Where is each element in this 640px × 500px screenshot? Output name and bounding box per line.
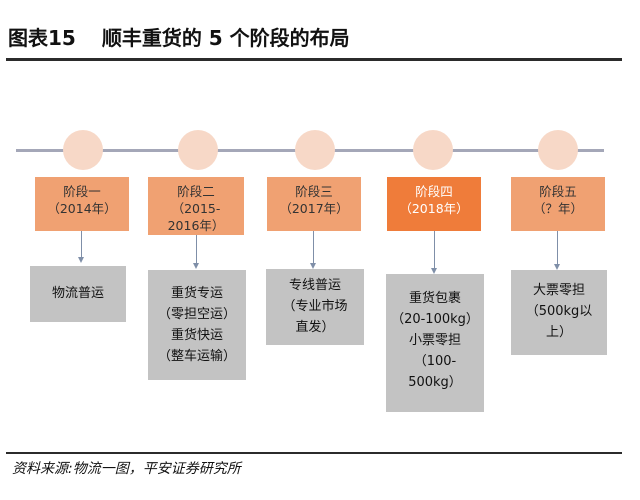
stage-detail-3: 专线普运 （专业市场 直发） xyxy=(266,269,364,345)
detail-line: 重货快运 xyxy=(170,328,223,343)
connector-arrow-3 xyxy=(310,231,316,269)
detail-line: 物流普运 xyxy=(51,286,104,301)
source-note: 资料来源:物流一图，平安证券研究所 xyxy=(12,461,241,477)
detail-line: （专业市场 xyxy=(282,299,348,314)
source-divider xyxy=(6,452,622,454)
timeline-node-3 xyxy=(295,130,335,170)
stage-box-4: 阶段四 （2018年） xyxy=(387,177,481,231)
stage-box-3: 阶段三 （2017年） xyxy=(267,177,361,231)
detail-line: 直发） xyxy=(295,320,335,335)
title-divider xyxy=(6,58,622,61)
connector-arrow-5 xyxy=(554,231,560,270)
detail-line: 500kg） xyxy=(408,375,462,390)
detail-line: 上） xyxy=(545,325,572,340)
stage-year: （？年） xyxy=(532,201,583,216)
stage-name: 阶段二 xyxy=(177,184,215,199)
figure-number: 图表15 xyxy=(8,26,76,50)
stage-detail-4: 重货包裹 （20-100kg） 小票零担 （100- 500kg） xyxy=(386,274,484,412)
stage-name: 阶段四 xyxy=(415,184,453,199)
stage-year: （2018年） xyxy=(399,201,469,216)
timeline-node-1 xyxy=(63,130,103,170)
stage-year: （2014年） xyxy=(47,201,117,216)
stage-diagram: 阶段一 （2014年） 阶段二 （2015-2016年） 阶段三 （2017年）… xyxy=(16,130,607,412)
stage-name: 阶段三 xyxy=(295,184,333,199)
connector-arrow-1 xyxy=(78,231,84,263)
timeline-node-4 xyxy=(413,130,453,170)
detail-line: （零担空运） xyxy=(157,307,236,322)
stage-box-1: 阶段一 （2014年） xyxy=(35,177,129,231)
detail-line: （20-100kg） xyxy=(391,312,479,327)
stage-year: （2015-2016年） xyxy=(167,201,225,233)
connector-arrow-2 xyxy=(193,235,199,269)
stage-box-5: 阶段五 （？年） xyxy=(511,177,605,231)
figure-title-text: 顺丰重货的 5 个阶段的布局 xyxy=(101,26,350,50)
detail-line: 大票零担 xyxy=(532,283,585,298)
stage-detail-2: 重货专运 （零担空运） 重货快运 （整车运输） xyxy=(148,270,246,380)
stage-name: 阶段五 xyxy=(539,184,577,199)
detail-line: 小票零担 xyxy=(408,333,461,348)
detail-line: 专线普运 xyxy=(288,278,341,293)
stage-detail-5: 大票零担 （500kg以 上） xyxy=(511,270,607,355)
figure-title: 图表15 顺丰重货的 5 个阶段的布局 xyxy=(8,22,350,54)
stage-detail-1: 物流普运 xyxy=(30,266,126,322)
timeline-node-5 xyxy=(538,130,578,170)
detail-line: 重货专运 xyxy=(170,286,223,301)
detail-line: 重货包裹 xyxy=(408,291,461,306)
detail-line: （100- xyxy=(413,354,457,369)
stage-year: （2017年） xyxy=(279,201,349,216)
stage-box-2: 阶段二 （2015-2016年） xyxy=(148,177,244,235)
stage-name: 阶段一 xyxy=(63,184,101,199)
connector-arrow-4 xyxy=(431,231,437,274)
detail-line: （整车运输） xyxy=(157,349,236,364)
detail-line: （500kg以 xyxy=(525,304,593,319)
timeline-node-2 xyxy=(178,130,218,170)
